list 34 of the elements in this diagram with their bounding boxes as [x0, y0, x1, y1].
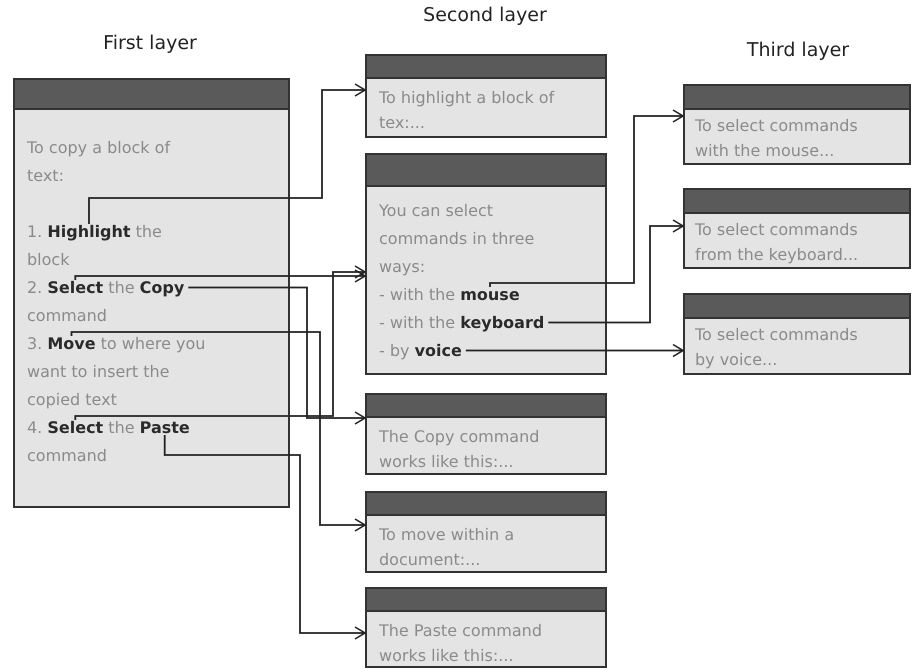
arrow — [74, 269, 366, 283]
arrow — [489, 109, 684, 287]
window-panel — [365, 54, 607, 138]
window-panel — [683, 84, 911, 165]
panel-text: You can select commands in three ways: — [379, 200, 536, 278]
column-heading: First layer — [103, 32, 197, 54]
list-item: 4. Select the Paste command — [27, 414, 208, 470]
panel-text: To select commands by voice... — [695, 324, 859, 371]
window-panel — [365, 491, 607, 573]
window-panel — [365, 153, 607, 375]
panel-text: To copy a block of text: — [27, 137, 172, 187]
window-panel — [13, 78, 290, 508]
window-panel — [365, 587, 607, 668]
arrow — [88, 83, 366, 224]
arrow — [70, 331, 366, 532]
panel-text: The Copy command works like this:... — [379, 426, 540, 473]
arrow — [466, 344, 684, 358]
panel-text: To move within a document:... — [379, 524, 516, 571]
arrow — [548, 219, 684, 324]
panel-text: The Paste command works like this:... — [379, 620, 543, 667]
list-item: - with the mouse — [379, 281, 559, 309]
arrow — [74, 265, 366, 420]
arrow — [164, 435, 366, 640]
list-item: - by voice — [379, 337, 559, 365]
column-heading: Second layer — [423, 4, 547, 26]
window-panel — [683, 293, 911, 375]
column-heading: Third layer — [746, 39, 850, 61]
window-panel — [683, 188, 911, 269]
panel-text: To highlight a block of tex:... — [379, 87, 556, 134]
window-panel — [365, 393, 607, 475]
panel-text: To select commands from the keyboard... — [695, 219, 860, 266]
panel-text: To select commands with the mouse... — [695, 115, 859, 162]
arrow — [188, 286, 366, 425]
list-item: - with the keyboard — [379, 309, 559, 337]
